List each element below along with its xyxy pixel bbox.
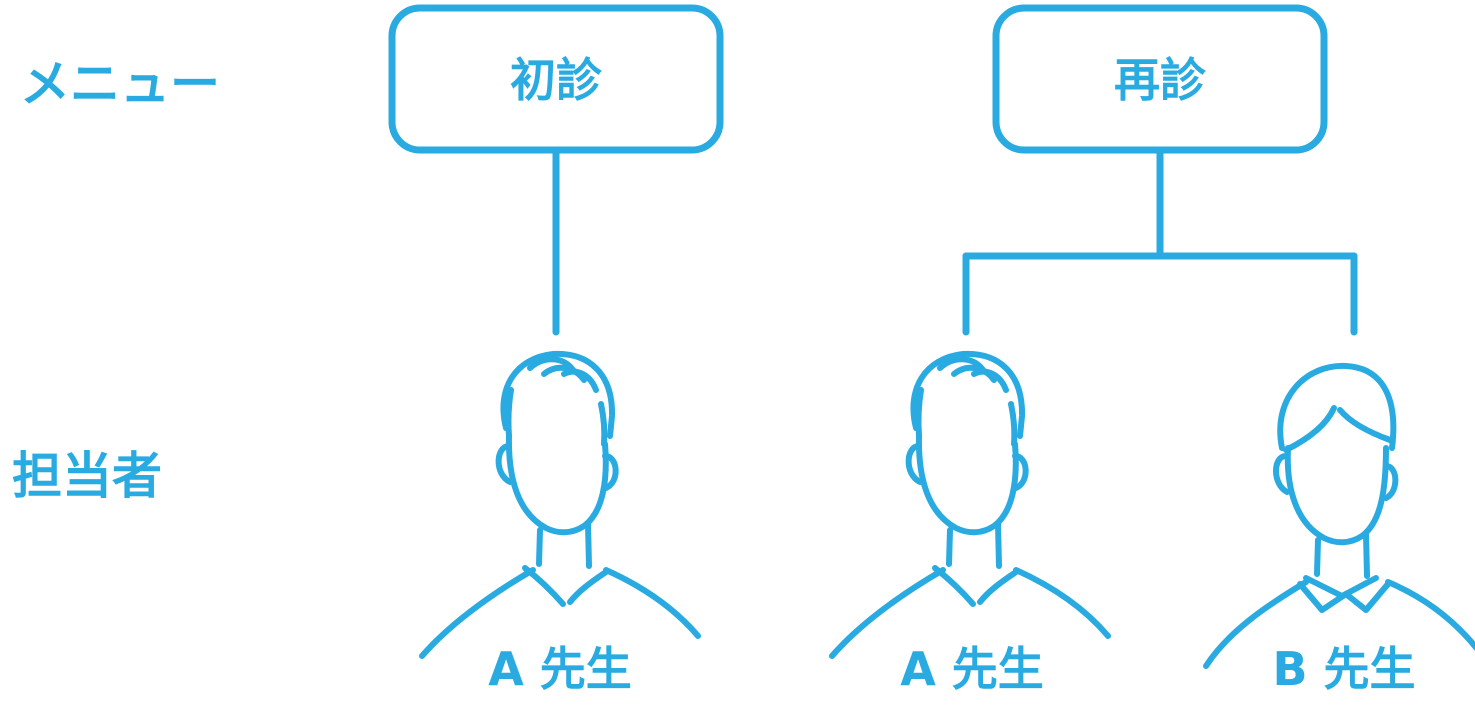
person-icon-short-hair	[832, 354, 1108, 656]
staff-label: A 先生	[900, 642, 1044, 696]
row-label-staff: 担当者	[12, 447, 162, 505]
menu-label-revisit: 再診	[1114, 53, 1207, 107]
person-icon-short-hair	[422, 354, 698, 656]
staff-label: A 先生	[488, 642, 632, 696]
menu-box-first-visit: 初診	[388, 4, 724, 154]
menu-label-first-visit: 初診	[510, 53, 603, 107]
menu-box-revisit: 再診	[992, 4, 1328, 154]
person-icon-collared-shirt	[1206, 366, 1475, 666]
row-label-menu: メニュー	[20, 55, 220, 113]
staff-label: B 先生	[1272, 642, 1415, 696]
